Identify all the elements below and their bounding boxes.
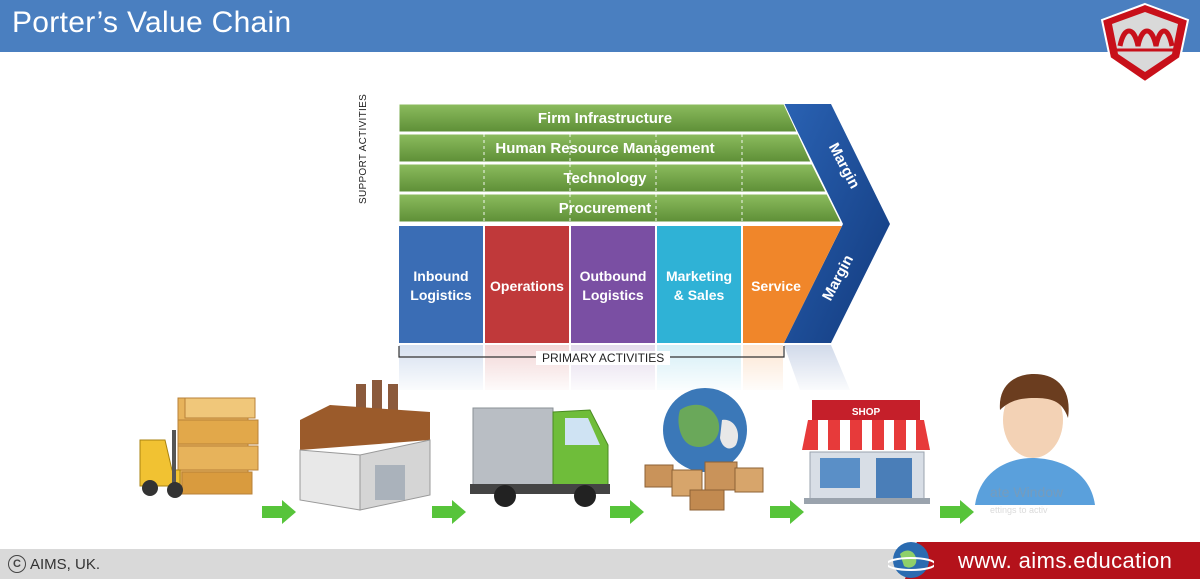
primary-block-marketing-sales: [657, 226, 741, 343]
delivery-truck-icon: [470, 407, 610, 507]
copyright-text: AIMS, UK.: [30, 555, 101, 573]
primary-label-inbound-1: Inbound: [413, 268, 468, 284]
flow-arrow-1: [262, 500, 296, 524]
footer-website-url: www. aims.education: [958, 548, 1173, 573]
support-row-firm-infrastructure: [398, 103, 798, 133]
title-bar: Porter’s Value Chain: [0, 0, 1200, 52]
shop-icon: SHOP: [802, 400, 930, 504]
primary-activities: Inbound Logistics Operations Outbound Lo…: [399, 226, 842, 343]
watermark-text: ate Window: [990, 484, 1064, 500]
page-title: Porter’s Value Chain: [12, 6, 292, 39]
customer-icon: [975, 374, 1095, 505]
support-label-firm-infrastructure: Firm Infrastructure: [538, 110, 672, 127]
primary-label-outbound-1: Outbound: [580, 268, 647, 284]
support-label-procurement: Procurement: [559, 200, 652, 217]
support-label-hrm: Human Resource Management: [495, 140, 714, 157]
primary-block-outbound-logistics: [571, 226, 655, 343]
flow-arrow-5: [940, 500, 974, 524]
support-activities-label: SUPPORT ACTIVITIES: [358, 93, 369, 204]
globe-boxes-icon: [644, 388, 764, 511]
support-row-technology: [398, 163, 827, 193]
copyright-icon: C: [8, 555, 26, 573]
primary-block-inbound-logistics: [399, 226, 483, 343]
support-label-technology: Technology: [563, 170, 647, 187]
primary-activities-label: PRIMARY ACTIVITIES: [536, 351, 671, 365]
footer-url-banner: [905, 542, 1200, 579]
forklift-boxes-icon: [139, 397, 259, 498]
svg-text:SHOP: SHOP: [852, 407, 881, 418]
flow-arrow-2: [432, 500, 466, 524]
support-activities: Firm Infrastructure Human Resource Manag…: [398, 103, 842, 223]
support-row-hrm: [398, 133, 812, 163]
primary-block-operations: [485, 226, 569, 343]
primary-label-marketing-1: Marketing: [666, 268, 732, 284]
flow-arrow-4: [770, 500, 804, 524]
margin-arrow: [784, 104, 890, 343]
primary-label-service: Service: [751, 278, 801, 294]
watermark-subtext: ettings to activ: [990, 505, 1048, 515]
flow-arrows: [262, 500, 974, 524]
primary-label-outbound-2: Logistics: [582, 287, 644, 303]
footer-copyright: C AIMS, UK.: [8, 555, 100, 573]
flow-arrow-3: [610, 500, 644, 524]
support-row-procurement: [398, 193, 842, 223]
globe-icon: [888, 542, 934, 578]
aims-crest-logo: [1100, 2, 1190, 84]
factory-icon: [299, 380, 431, 511]
primary-block-service: [743, 226, 842, 343]
primary-label-marketing-2: & Sales: [674, 287, 725, 303]
primary-label-operations: Operations: [490, 278, 564, 294]
primary-label-inbound-2: Logistics: [410, 287, 472, 303]
